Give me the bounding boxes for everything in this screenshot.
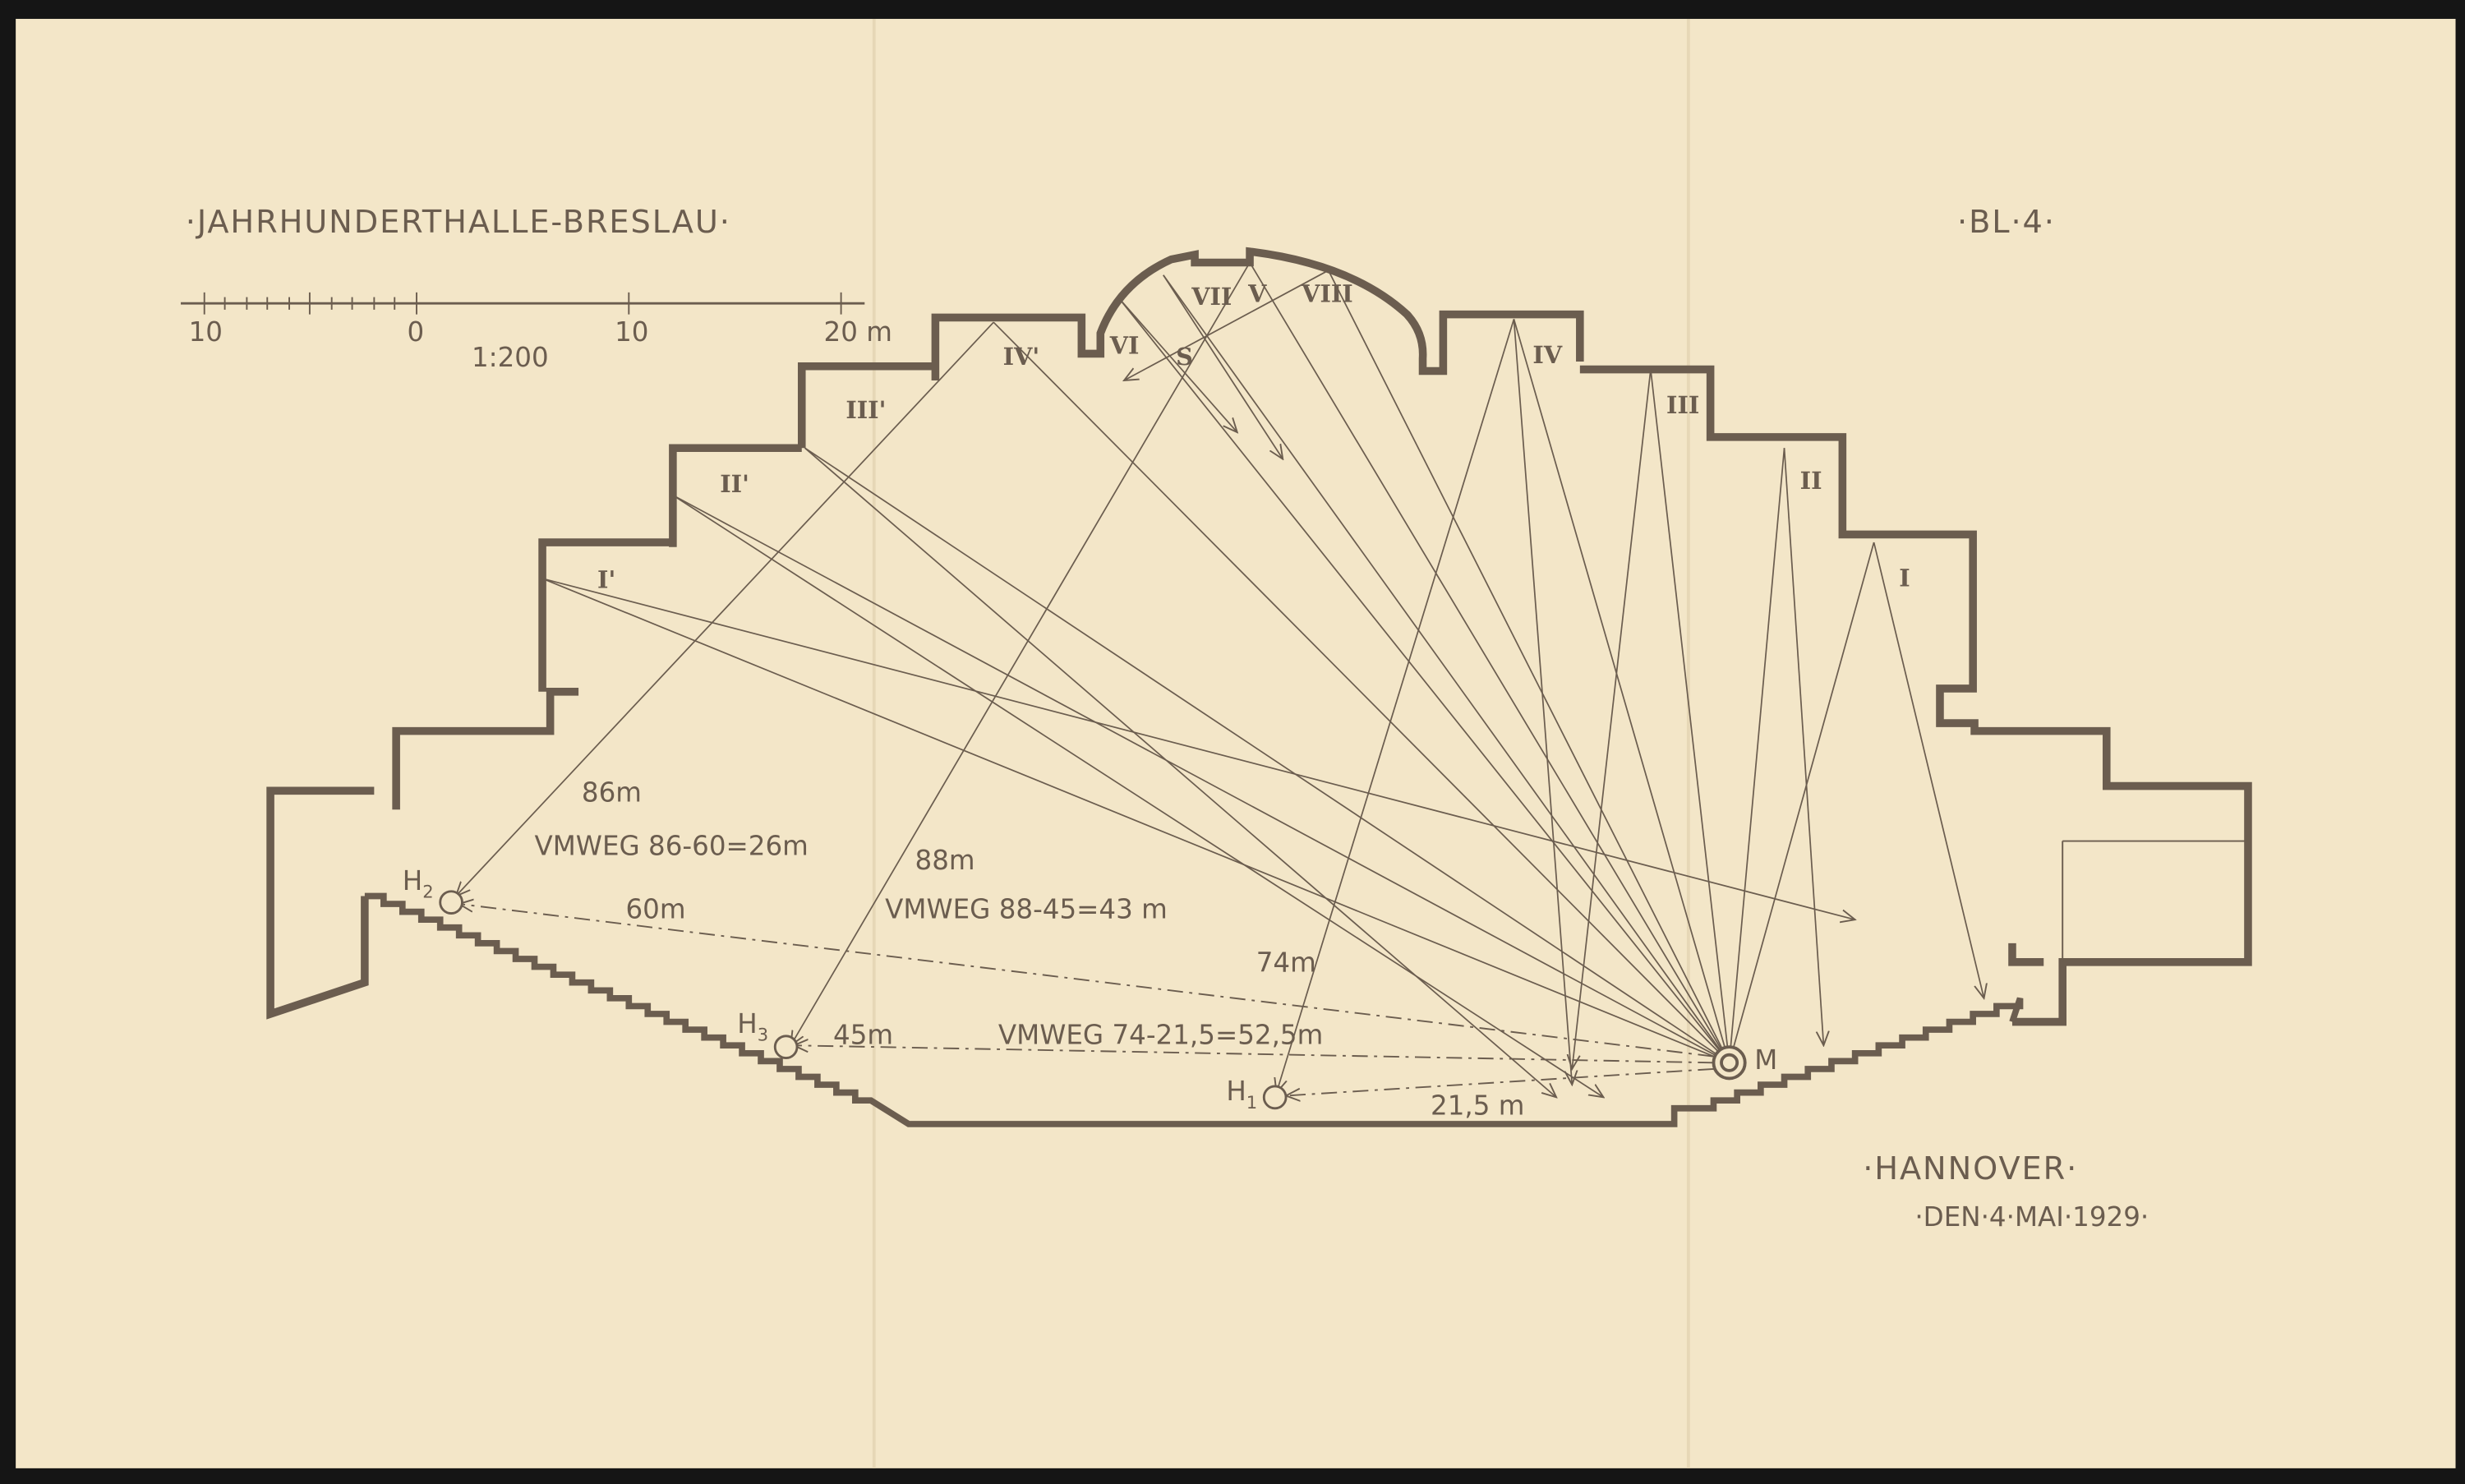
umweg-h1: VMWEG 74-21,5=52,5m [998, 1019, 1323, 1050]
reflector-label: III [1666, 391, 1699, 419]
distance-45m: 45m [833, 1019, 893, 1050]
label-m: M [1754, 1044, 1777, 1076]
distance-74m: 74m [1256, 947, 1316, 978]
direct-paths [459, 904, 1714, 1095]
reflector-label: IV [1532, 341, 1562, 369]
scale-tick-label: 10 [615, 316, 648, 348]
date: ·DEN·4·MAI·1929· [1914, 1201, 2149, 1233]
sound-rays [456, 262, 1984, 1097]
scale-ratio: 1:200 [472, 342, 549, 373]
sheet-number: ·BL·4· [1957, 204, 2056, 241]
reflector-label: II' [720, 470, 749, 498]
reflector-label: II [1800, 467, 1822, 495]
reflector-label: VII [1191, 283, 1232, 311]
stepped-seating-left [364, 892, 2024, 1127]
source-m-inner [1720, 1053, 1739, 1072]
listener-h3-marker [773, 1035, 799, 1059]
reflector-label: I [1899, 565, 1910, 592]
reflector-label: IV' [1003, 343, 1039, 371]
label-h2: H2 [403, 865, 434, 902]
source-m-marker [1712, 1045, 1747, 1081]
reflector-label: V [1247, 279, 1267, 307]
scale-tick-label: 20 m [824, 316, 892, 348]
umweg-h2: VMWEG 86-60=26m [535, 831, 809, 862]
distance-60m: 60m [625, 893, 685, 924]
scale-tick-label: 0 [408, 316, 425, 348]
distance-21-5m: 21,5 m [1431, 1090, 1524, 1121]
umweg-h3: VMWEG 88-45=43 m [885, 893, 1168, 924]
listener-h2-marker [439, 890, 463, 915]
hall-outline [266, 247, 2252, 1026]
reflector-label: III' [845, 396, 886, 424]
drawing-title: ·JAHRHUNDERTHALLE-BRESLAU· [186, 204, 731, 241]
distance-88m: 88m [915, 845, 975, 876]
scale-bar: 10 0 10 20 m 1:200 [181, 292, 892, 373]
scale-tick-label: 10 [189, 316, 223, 348]
listener-h1-marker [1262, 1085, 1288, 1110]
right-wall-stub [2008, 942, 2044, 966]
reflector-label: VIII [1301, 279, 1353, 307]
place: ·HANNOVER· [1863, 1150, 2078, 1187]
stage-box [2062, 840, 2248, 962]
label-h1: H1 [1226, 1076, 1257, 1113]
label-h3: H3 [737, 1008, 768, 1045]
reflector-label: I' [597, 566, 615, 594]
reflector-label: S [1176, 343, 1193, 371]
reflector-label: VI [1109, 331, 1140, 359]
distance-86m: 86m [582, 777, 642, 809]
